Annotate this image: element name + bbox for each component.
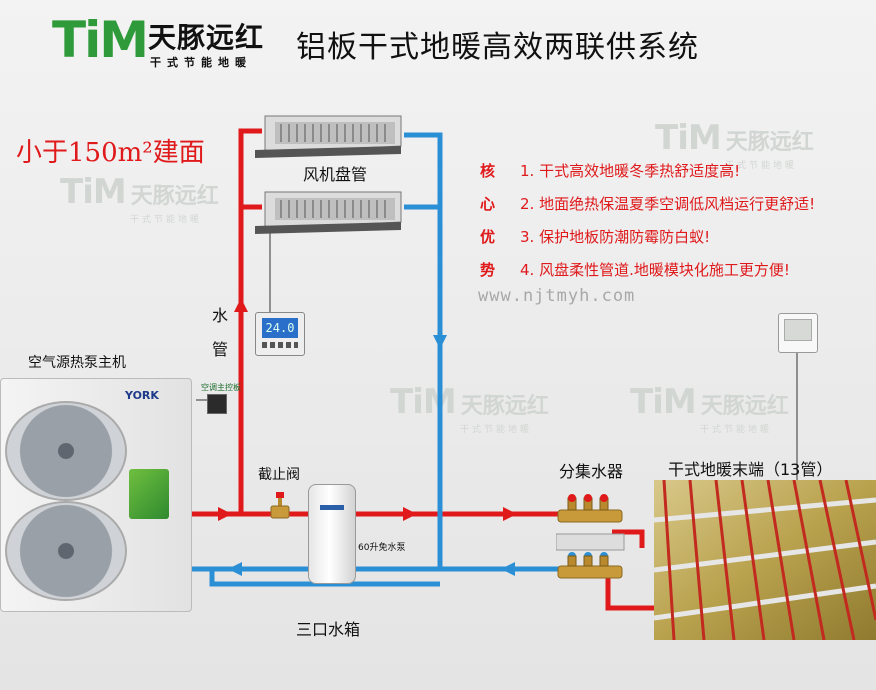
dry-floor-heating-panel xyxy=(654,480,876,640)
fan-coil-unit-2 xyxy=(255,191,402,234)
fan-coil-thermostat: 24.0 xyxy=(255,312,305,356)
website-url: www.njtmyh.com xyxy=(478,286,636,306)
area-note: 小于150m²建面 xyxy=(16,138,205,168)
heat-pump-unit: YORK xyxy=(0,378,192,612)
fan-coil-label: 风机盘管 xyxy=(303,165,368,184)
fan-grille xyxy=(5,501,127,601)
water-tank xyxy=(308,484,356,584)
cold-return-pipe xyxy=(188,132,560,587)
tank-badge xyxy=(320,505,344,510)
logo-mark: TiM xyxy=(52,11,149,69)
tank-name-label: 三口水箱 xyxy=(296,620,361,639)
floor-terminal-label: 干式地暖末端（13管） xyxy=(668,460,833,479)
shutoff-valve-label: 截止阀 xyxy=(258,467,300,483)
shutoff-valve xyxy=(270,492,290,519)
floor-thermostat-screen xyxy=(784,319,812,341)
main-controller xyxy=(207,394,227,414)
heat-pump-label: 空气源热泵主机 xyxy=(28,355,126,371)
controller-label: 空调主控板 xyxy=(201,383,241,392)
water-pipe-label: 水 xyxy=(212,306,229,325)
unit-eco-panel xyxy=(129,469,169,519)
fan-coil-unit-1 xyxy=(255,115,402,158)
page-title: 铝板干式地暖高效两联供系统 xyxy=(296,30,699,65)
tank-capacity-label: 60升免水泵 xyxy=(358,543,406,553)
hot-supply-pipe xyxy=(188,128,655,611)
fan-grille xyxy=(5,401,127,501)
manifold-label: 分集水器 xyxy=(559,462,624,481)
brand-name: 天豚远红 xyxy=(148,21,265,54)
flow-arrows xyxy=(218,298,517,576)
manifold xyxy=(556,494,625,579)
brand-tagline: 干式节能地暖 xyxy=(150,56,252,69)
thermostat-buttons xyxy=(262,342,298,348)
unit-brand: YORK xyxy=(125,389,159,402)
floor-thermostat xyxy=(778,313,818,353)
thermostat-display: 24.0 xyxy=(262,318,298,338)
water-pipe-label: 管 xyxy=(212,340,229,359)
